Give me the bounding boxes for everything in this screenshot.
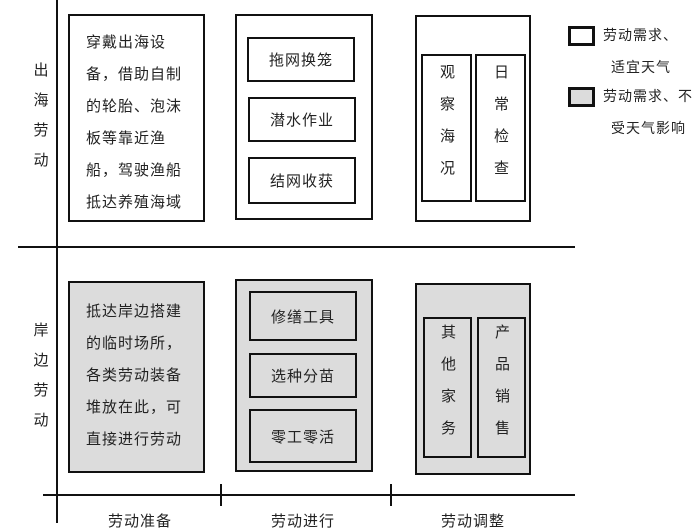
axis-tick-1	[220, 484, 222, 506]
item-label: 观察海况	[438, 64, 456, 192]
sea-adjust-box: 观察海况 日常检查	[415, 15, 531, 222]
column-label-adjustment: 劳动调整	[440, 512, 505, 530]
row-label-sea: 出海劳动	[28, 62, 52, 182]
shore-work-item-2: 选种分苗	[249, 353, 357, 398]
text-line: 的临时场所，	[86, 334, 183, 352]
legend-label-weather-dependent-line2: 适宜天气	[611, 60, 671, 76]
legend-label-weather-independent-line1: 劳动需求、不	[603, 89, 693, 105]
legend-swatch-weather-independent	[568, 87, 595, 107]
column-label-preparation: 劳动准备	[107, 512, 172, 530]
shore-work-item-1: 修缮工具	[249, 291, 357, 341]
text-line: 板等靠近渔	[86, 129, 167, 147]
item-label: 产品销售	[493, 323, 511, 452]
horizontal-axis	[43, 494, 575, 496]
text-line: 备，借助自制	[86, 65, 183, 83]
item-label: 日常检查	[492, 64, 510, 192]
text-line: 各类劳动装备	[86, 366, 183, 384]
sea-adjust-item-1: 观察海况	[421, 54, 472, 202]
legend-label-weather-independent-line2: 受天气影响	[611, 121, 686, 137]
row-label-shore-text: 岸边劳动	[31, 322, 50, 442]
text-line: 堆放在此，可	[86, 398, 183, 416]
sea-work-item-1: 拖网换笼	[247, 37, 355, 82]
axis-tick-2	[390, 484, 392, 506]
text-line: 船，驾驶渔船	[86, 161, 183, 179]
sea-work-item-3: 结网收获	[248, 157, 356, 204]
item-label: 结网收获	[269, 172, 334, 190]
sea-preparation-text: 穿戴出海设 备，借助自制 的轮胎、泡沫 板等靠近渔 船，驾驶渔船 抵达养殖海域	[86, 26, 182, 218]
sea-preparation-box: 穿戴出海设 备，借助自制 的轮胎、泡沫 板等靠近渔 船，驾驶渔船 抵达养殖海域	[68, 14, 205, 222]
item-label: 其他家务	[439, 323, 457, 452]
row-divider	[18, 246, 575, 248]
shore-work-box: 修缮工具 选种分苗 零工零活	[235, 279, 373, 472]
item-label: 零工零活	[270, 427, 335, 446]
text-line: 的轮胎、泡沫	[86, 97, 183, 115]
item-label: 拖网换笼	[268, 51, 333, 69]
shore-adjust-item-2: 产品销售	[477, 317, 526, 458]
sea-work-item-2: 潜水作业	[248, 97, 356, 142]
text-line: 直接进行劳动	[86, 430, 183, 448]
row-label-sea-text: 出海劳动	[31, 62, 50, 182]
sea-work-box: 拖网换笼 潜水作业 结网收获	[235, 14, 373, 220]
legend-label-weather-dependent-line1: 劳动需求、	[603, 28, 678, 44]
vertical-axis	[56, 0, 58, 523]
column-label-in-progress: 劳动进行	[270, 512, 335, 530]
item-label: 修缮工具	[270, 307, 335, 326]
sea-adjust-item-2: 日常检查	[475, 54, 526, 202]
item-label: 选种分苗	[270, 367, 335, 385]
shore-adjust-box: 其他家务 产品销售	[415, 283, 531, 475]
shore-work-item-3: 零工零活	[249, 409, 357, 463]
legend-swatch-weather-dependent	[568, 26, 595, 46]
shore-preparation-box: 抵达岸边搭建 的临时场所， 各类劳动装备 堆放在此，可 直接进行劳动	[68, 281, 205, 473]
row-label-shore: 岸边劳动	[28, 322, 52, 442]
text-line: 抵达养殖海域	[86, 193, 183, 211]
shore-adjust-item-1: 其他家务	[423, 317, 472, 458]
text-line: 穿戴出海设	[86, 33, 167, 51]
item-label: 潜水作业	[269, 111, 334, 129]
text-line: 抵达岸边搭建	[86, 302, 183, 320]
shore-preparation-text: 抵达岸边搭建 的临时场所， 各类劳动装备 堆放在此，可 直接进行劳动	[86, 295, 182, 455]
